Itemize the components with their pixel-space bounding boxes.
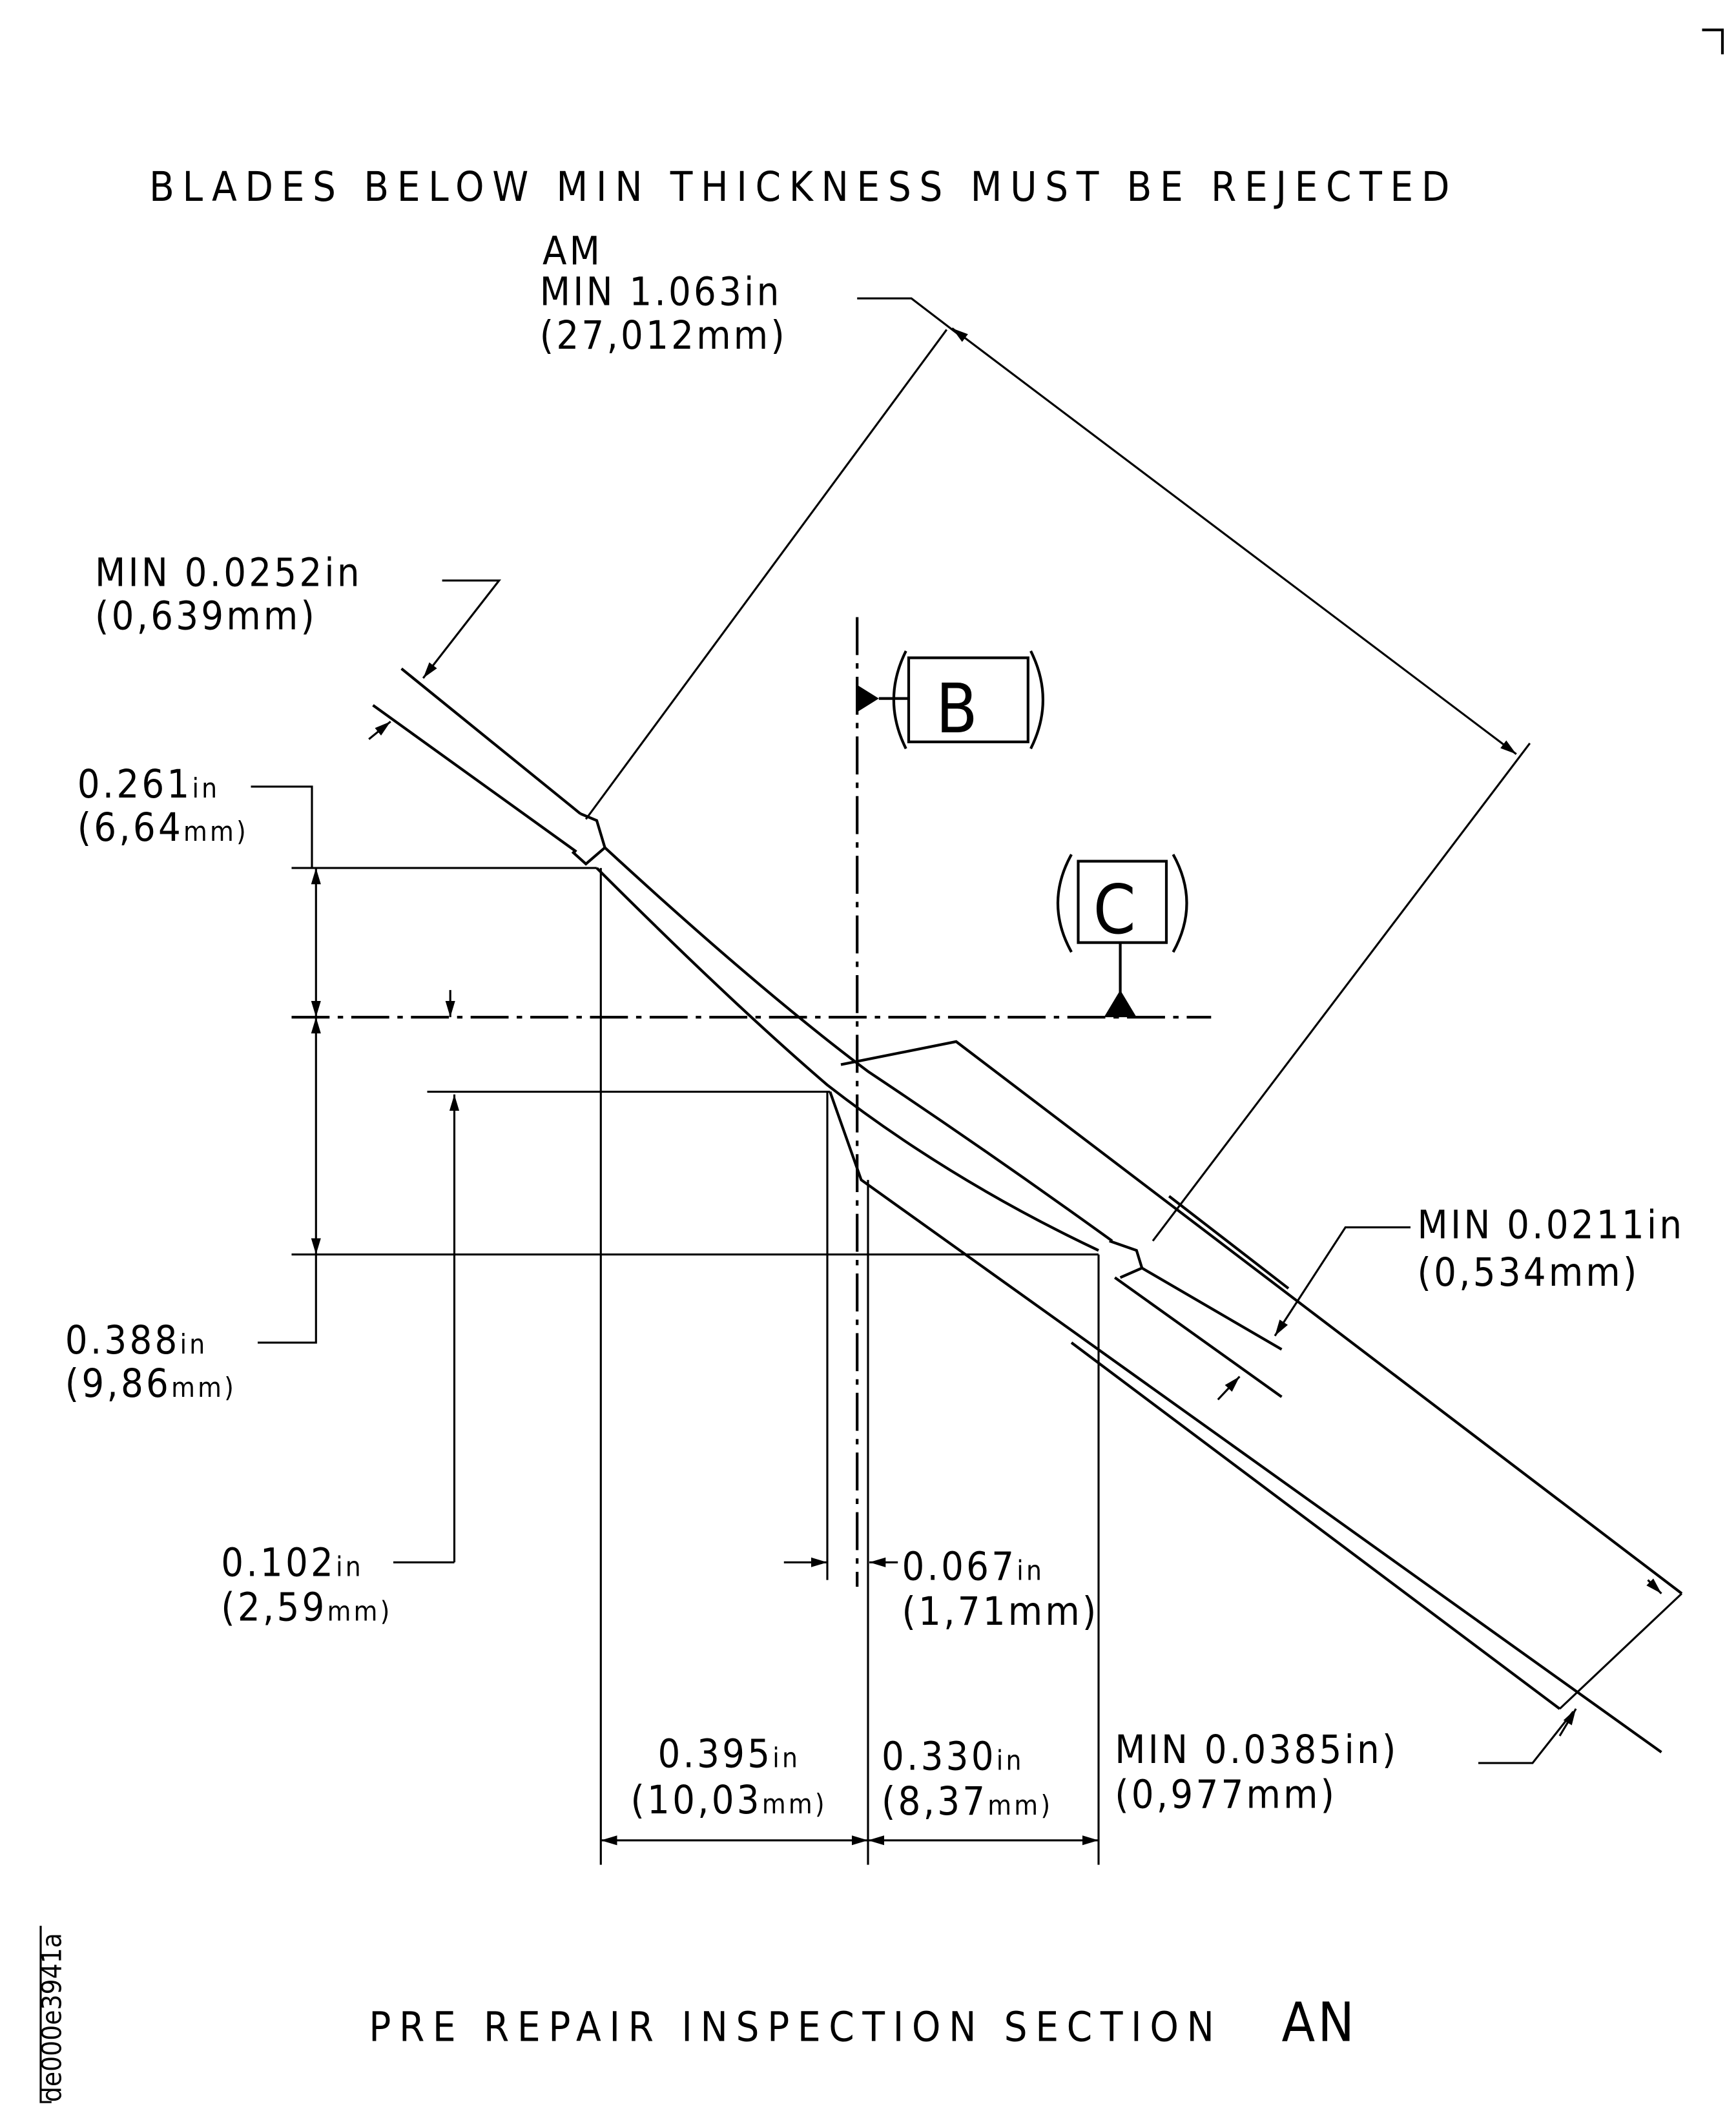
dimension-0395: 0.395in (10,03mm) bbox=[631, 1731, 827, 1823]
figure-code: de000e3941a bbox=[36, 1933, 67, 2102]
dimension-0252: MIN 0.0252in (0,639mm) bbox=[95, 550, 502, 740]
svg-text:0.388in: 0.388in bbox=[65, 1317, 208, 1363]
svg-text:(0,977mm): (0,977mm) bbox=[1115, 1771, 1337, 1817]
dimension-0330: 0.330in (8,37mm) bbox=[882, 1734, 1053, 1824]
corner-mark bbox=[1702, 28, 1724, 55]
d0252-in: MIN 0.0252in bbox=[95, 550, 362, 595]
svg-text:0.102in: 0.102in bbox=[221, 1540, 364, 1585]
dimension-0102: 0.102in (2,59mm) bbox=[221, 1540, 392, 1631]
svg-text:(6,64mm): (6,64mm) bbox=[78, 805, 249, 850]
am-min-mm: (27,012mm) bbox=[540, 313, 787, 358]
d0252-mm: (0,639mm) bbox=[95, 593, 317, 639]
svg-text:MIN 0.0211in: MIN 0.0211in bbox=[1418, 1202, 1685, 1248]
svg-text:(1,71mm): (1,71mm) bbox=[902, 1589, 1099, 1634]
am-label: AM bbox=[542, 229, 603, 274]
caption-text: PRE REPAIR INSPECTION SECTION bbox=[369, 2004, 1222, 2051]
dimension-am: AM MIN 1.063in (27,012mm) bbox=[540, 229, 1531, 1242]
svg-text:(0,534mm): (0,534mm) bbox=[1418, 1250, 1640, 1295]
dimension-0385: MIN 0.0385in) (0,977mm) bbox=[1115, 1578, 1683, 1817]
svg-text:(8,37mm): (8,37mm) bbox=[882, 1778, 1053, 1824]
dimension-0211: MIN 0.0211in (0,534mm) bbox=[1217, 1202, 1685, 1401]
am-min-in: MIN 1.063in bbox=[540, 269, 782, 315]
drawing-title: BLADES BELOW MIN THICKNESS MUST BE REJEC… bbox=[149, 163, 1458, 211]
blade-section bbox=[372, 667, 1683, 1754]
datum-c: C bbox=[291, 854, 1212, 1019]
svg-text:0.330in: 0.330in bbox=[882, 1734, 1024, 1780]
caption-section: AN bbox=[1282, 1991, 1358, 2054]
svg-text:0.261in: 0.261in bbox=[78, 761, 220, 807]
dimension-0067: 0.067in (1,71mm) bbox=[902, 1544, 1099, 1634]
svg-text:0.395in: 0.395in bbox=[658, 1731, 801, 1777]
dimension-0388: 0.388in (9,86mm) bbox=[65, 1317, 236, 1407]
dimension-0261: 0.261in (6,64mm) bbox=[78, 761, 249, 850]
datum-c-letter: C bbox=[1093, 871, 1139, 949]
svg-text:(9,86mm): (9,86mm) bbox=[65, 1361, 236, 1407]
svg-text:0.067in: 0.067in bbox=[902, 1544, 1045, 1590]
svg-text:(10,03mm): (10,03mm) bbox=[631, 1777, 827, 1823]
datum-b: B bbox=[856, 617, 1044, 1587]
svg-text:(2,59mm): (2,59mm) bbox=[221, 1585, 392, 1631]
svg-text:MIN 0.0385in): MIN 0.0385in) bbox=[1115, 1727, 1398, 1773]
datum-b-letter: B bbox=[936, 670, 980, 748]
